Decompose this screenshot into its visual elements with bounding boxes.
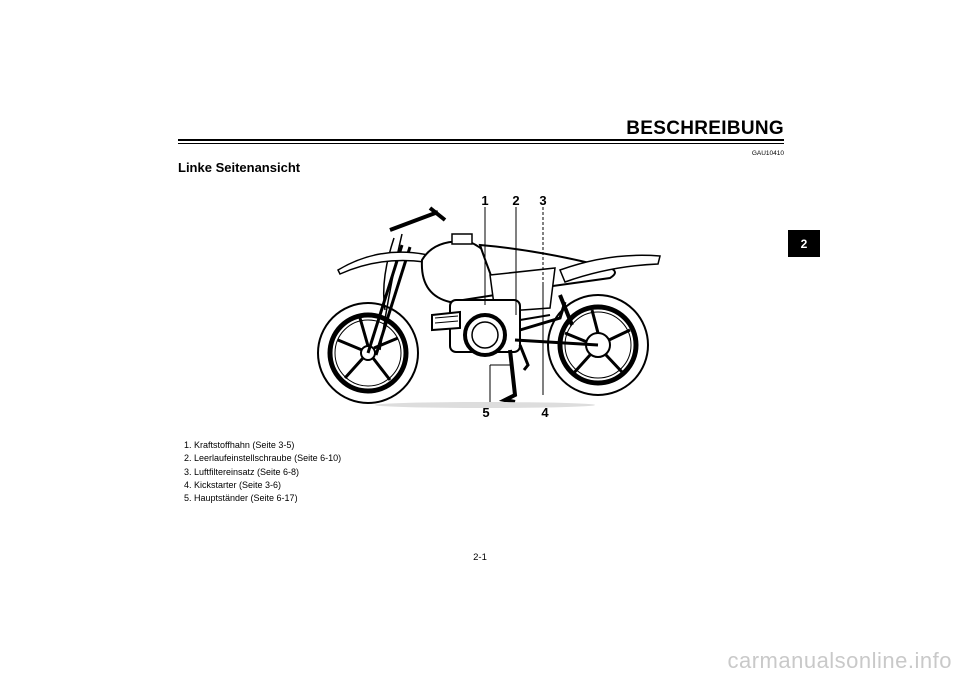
document-code: GAU10410	[751, 150, 784, 157]
rear-fender	[559, 254, 661, 283]
page-number: 2-1	[473, 552, 487, 563]
header-rule-thin	[178, 143, 784, 144]
main-stand	[498, 349, 518, 404]
parts-list-item: 4. Kickstarter (Seite 3-6)	[184, 479, 282, 490]
motorcycle-left-side-diagram	[317, 206, 661, 408]
leader-lines	[484, 207, 544, 402]
front-fork	[366, 206, 447, 356]
callout-3: 3	[539, 193, 547, 208]
header-rule-thick	[178, 139, 784, 141]
callout-5: 5	[482, 405, 490, 420]
parts-list-item: 2. Leerlaufeinstellschraube (Seite 6-10)	[184, 453, 342, 464]
parts-list-item: 1. Kraftstoffhahn (Seite 3-5)	[184, 440, 295, 450]
front-wheel	[317, 302, 419, 404]
callout-1: 1	[481, 193, 489, 208]
chapter-title: BESCHREIBUNG	[626, 118, 784, 139]
parts-list-item: 5. Hauptständer (Seite 6-17)	[184, 493, 298, 504]
front-fender	[337, 251, 430, 275]
tank-cap	[451, 233, 473, 245]
frame	[514, 294, 599, 347]
kick-starter	[518, 344, 530, 371]
callout-4: 4	[541, 405, 549, 420]
watermark: carmanualsonline.info	[727, 648, 952, 673]
parts-list: 1. Kraftstoffhahn (Seite 3-5) 2. Leerlau…	[184, 439, 341, 505]
callout-2: 2	[512, 193, 520, 208]
section-heading: Linke Seitenansicht	[178, 160, 301, 175]
engine	[431, 299, 521, 357]
chapter-tab[interactable]: 2	[788, 230, 820, 257]
parts-list-item: 3. Luftfiltereinsatz (Seite 6-8)	[184, 466, 300, 477]
